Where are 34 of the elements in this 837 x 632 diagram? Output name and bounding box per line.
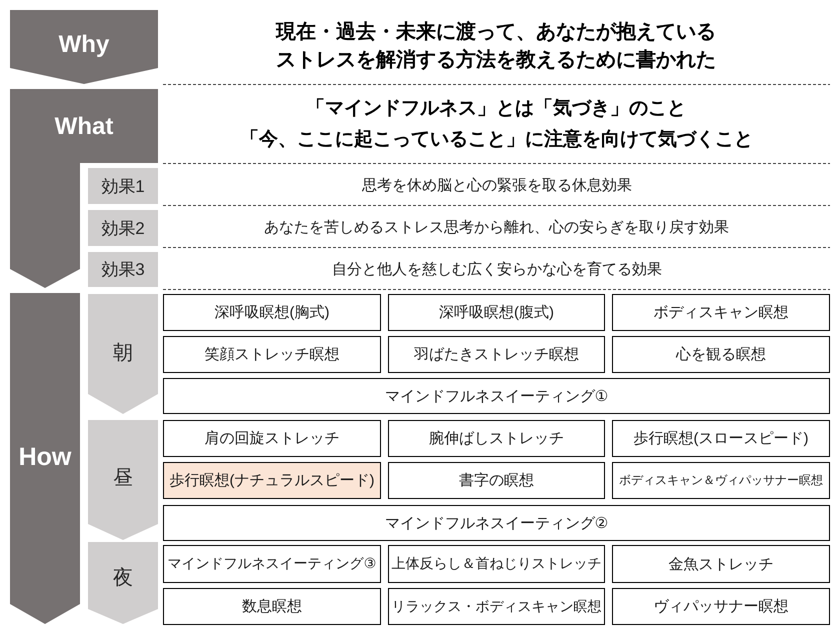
period-banner: 昼	[88, 420, 158, 540]
practice-box: ボディスキャン瞑想	[612, 294, 830, 331]
effect-tab: 効果1	[88, 168, 158, 204]
practice-box: 心を観る瞑想	[612, 336, 830, 373]
practice-box: 上体反らし＆首ねじりストレッチ	[388, 545, 605, 583]
effect-description: 自分と他人を慈しむ広く安らかな心を育てる効果	[332, 260, 662, 280]
practice-box: 腕伸ばしストレッチ	[388, 420, 605, 457]
period-banner: 朝	[88, 294, 158, 414]
effect-tab: 効果2	[88, 210, 158, 246]
practice-box: 深呼吸瞑想(腹式)	[388, 294, 605, 331]
practice-box: マインドフルネスイーティング②	[163, 505, 830, 541]
section-banner: How	[10, 293, 80, 624]
practice-box: 深呼吸瞑想(胸式)	[163, 294, 381, 331]
practice-box: 金魚ストレッチ	[612, 545, 830, 583]
practice-box: 歩行瞑想(ナチュラルスピード)	[163, 462, 381, 499]
practice-box: マインドフルネスイーティング①	[163, 378, 830, 414]
effect-description: 思考を休め脳と心の緊張を取る休息効果	[362, 176, 632, 196]
practice-box: 数息瞑想	[163, 588, 381, 625]
practice-box: ボディスキャン＆ヴィパッサナー瞑想	[612, 462, 830, 499]
statement-text: 「マインドフルネス」とは「気づき」のこと	[306, 97, 686, 121]
practice-box: マインドフルネスイーティング③	[163, 545, 381, 583]
practice-box: 歩行瞑想(スロースピード)	[612, 420, 830, 457]
practice-box: 肩の回旋ストレッチ	[163, 420, 381, 457]
practice-box: ヴィパッサナー瞑想	[612, 588, 830, 625]
practice-box: 書字の瞑想	[388, 462, 605, 499]
statement-text: 現在・過去・未来に渡って、あなたが抱えているストレスを解消する方法を教えるために書かれた	[274, 20, 717, 73]
effect-description: あなたを苦しめるストレス思考から離れ、心の安らぎを取り戻す効果	[264, 218, 729, 238]
statement-text: 「今、ここに起こっていること」に注意を向けて気づくこと	[240, 128, 753, 152]
practice-box: 笑顔ストレッチ瞑想	[163, 336, 381, 373]
practice-box: 羽ばたきストレッチ瞑想	[388, 336, 605, 373]
period-banner: 夜	[88, 542, 158, 624]
section-banner: Why	[10, 10, 158, 84]
effect-tab: 効果3	[88, 252, 158, 287]
practice-box: リラックス・ボディスキャン瞑想	[388, 588, 605, 625]
